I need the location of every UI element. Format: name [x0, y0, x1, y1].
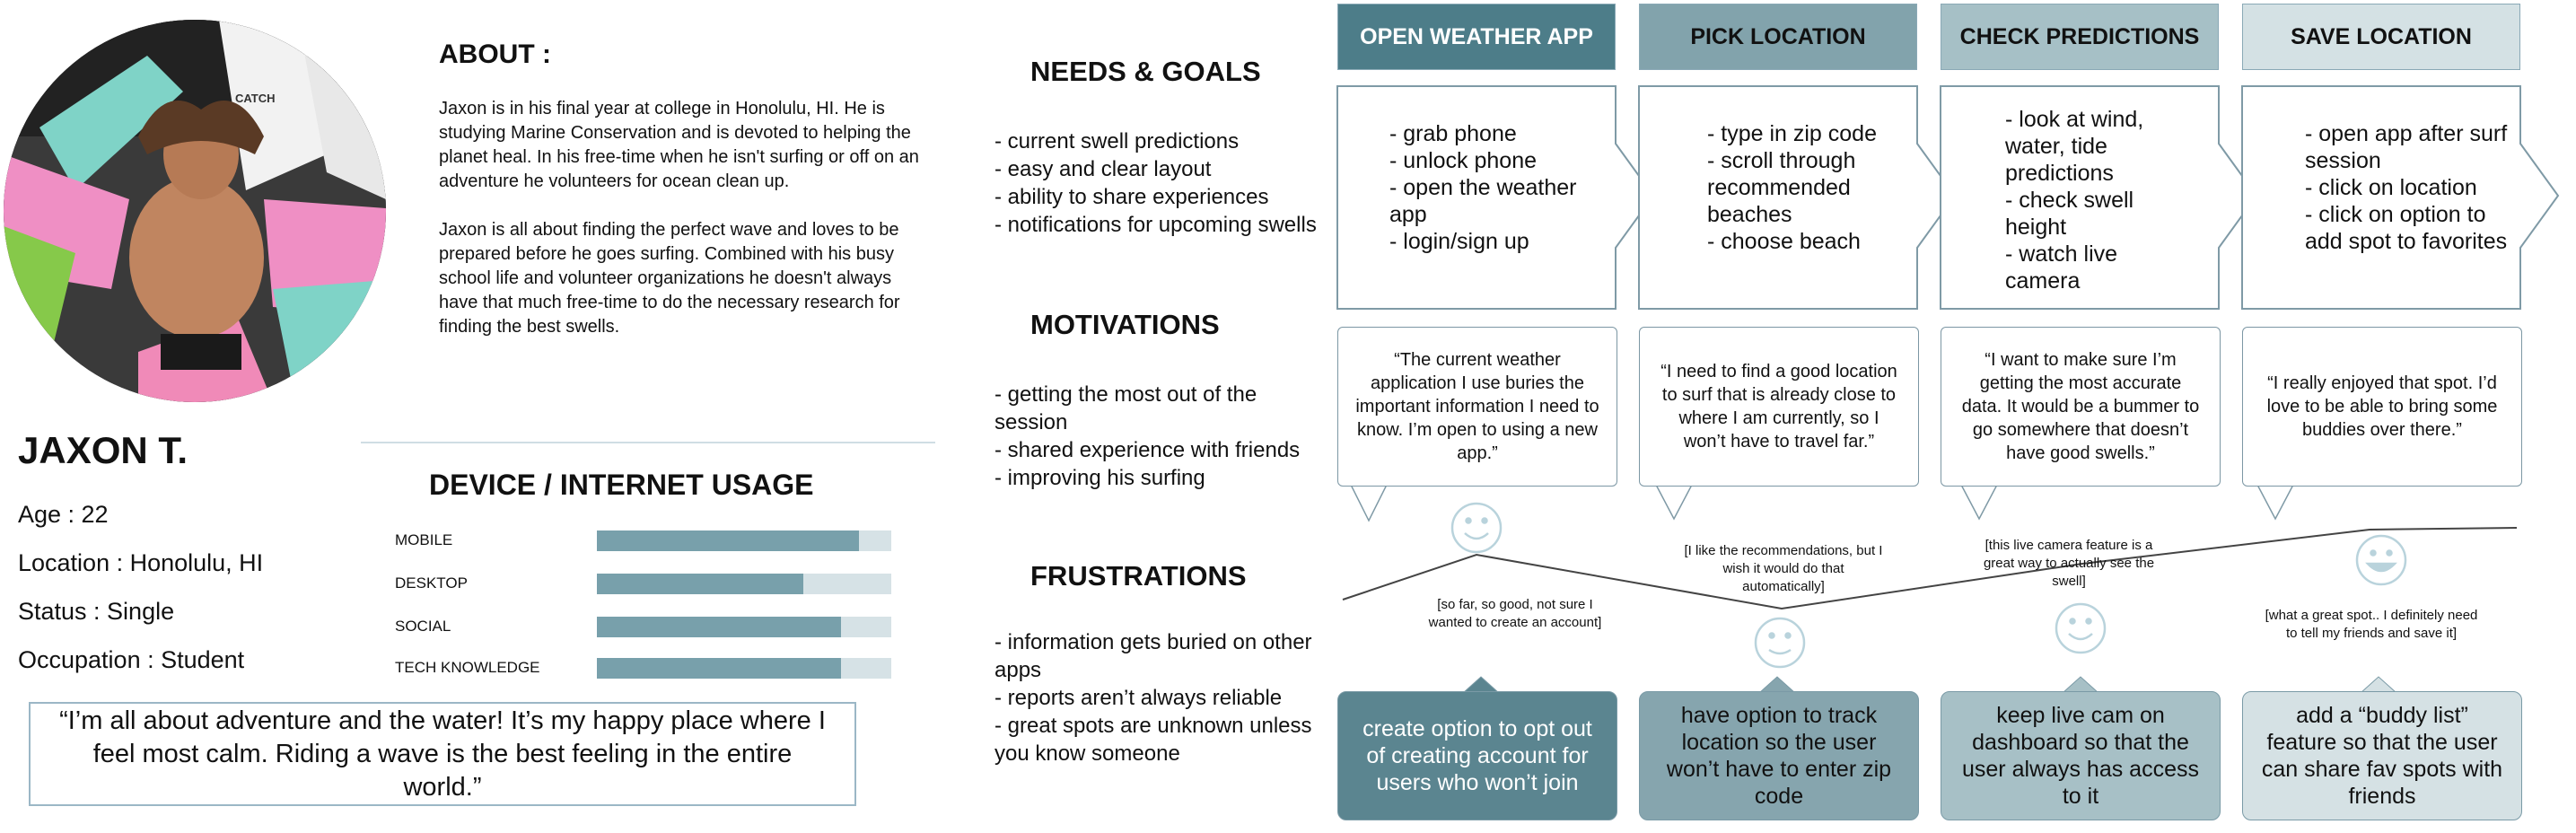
- needs-item: - easy and clear layout: [994, 157, 1212, 181]
- usage-bar-track: [597, 574, 891, 594]
- frustrations-item: - great spots are unknown unless you kno…: [994, 714, 1312, 766]
- action-item: - click on option to add spot to favorit…: [2305, 202, 2508, 254]
- frustrations-item: - information gets buried on other apps: [994, 630, 1312, 682]
- usage-label: SOCIAL: [395, 618, 451, 635]
- stage-header-open-weather-app: OPEN WEATHER APP: [1337, 4, 1616, 70]
- action-chevron-box: [1336, 85, 1655, 310]
- action-chevron-box: [2241, 85, 2560, 310]
- stage-actions-3: - look at wind, water, tide predictions …: [2005, 106, 2194, 294]
- opportunity-2: have option to track location so the use…: [1639, 691, 1919, 820]
- usage-row-tech-knowledge: TECH KNOWLEDGE: [395, 655, 898, 680]
- frustrations-list: - information gets buried on other apps …: [994, 628, 1318, 767]
- action-item: - open the weather app: [1389, 175, 1577, 227]
- needs-item: - ability to share experiences: [994, 185, 1269, 209]
- persona-occupation: Occupation : Student: [18, 646, 245, 673]
- persona-age: Age : 22: [18, 501, 109, 528]
- stage-quote-2: “I need to find a good location to surf …: [1639, 327, 1919, 487]
- usage-label: MOBILE: [395, 531, 453, 548]
- needs-title: NEEDS & GOALS: [1030, 56, 1261, 87]
- stage-actions-2: - type in zip code - scroll through reco…: [1707, 120, 1905, 255]
- bubble-tail: [2256, 484, 2295, 521]
- bubble-tail: [1959, 484, 1999, 521]
- usage-bar-fill: [597, 574, 803, 594]
- usage-bar-track: [597, 658, 891, 679]
- persona-status: Status : Single: [18, 598, 175, 625]
- usage-bar-fill: [597, 617, 842, 637]
- very-happy-face-icon: [2355, 534, 2407, 586]
- action-chevron-box: [1638, 85, 1957, 310]
- frustrations-title: FRUSTRATIONS: [1030, 560, 1247, 592]
- action-item: - type in zip code: [1707, 121, 1877, 146]
- section-divider: [361, 442, 935, 443]
- usage-row-desktop: DESKTOP: [395, 571, 898, 596]
- about-title: ABOUT :: [439, 39, 551, 69]
- usage-bar-fill: [597, 530, 859, 551]
- action-item: - unlock phone: [1389, 148, 1538, 173]
- bubble-tail: [1654, 484, 1694, 521]
- motivations-list: - getting the most out of the session - …: [994, 381, 1318, 492]
- action-item: - look at wind, water, tide predictions: [2005, 107, 2144, 186]
- stage-header-check-predictions: CHECK PREDICTIONS: [1941, 4, 2219, 70]
- motivations-title: MOTIVATIONS: [1030, 309, 1220, 340]
- stage-quote-3: “I want to make sure I’m getting the mos…: [1941, 327, 2221, 487]
- action-item: - scroll through recommended beaches: [1707, 148, 1856, 227]
- stage-header-save-location: SAVE LOCATION: [2242, 4, 2520, 70]
- photo-logo-text: CATCH: [235, 92, 276, 105]
- opportunity-3: keep live cam on dashboard so that the u…: [1941, 691, 2221, 820]
- emotion-curve: [1342, 527, 2518, 610]
- bubble-tail: [1349, 484, 1389, 522]
- stage-actions-1: - grab phone - unlock phone - open the w…: [1389, 120, 1587, 255]
- stage-quote-4: “I really enjoyed that spot. I’d love to…: [2242, 327, 2522, 487]
- emotion-note-3: [this live camera feature is a great way…: [1983, 538, 2155, 589]
- motivations-item: - improving his surfing: [994, 466, 1205, 490]
- needs-list: - current swell predictions - easy and c…: [994, 127, 1318, 239]
- neutral-face-icon: [1754, 617, 1806, 669]
- usage-row-mobile: MOBILE: [395, 528, 898, 553]
- about-paragraph-2: Jaxon is all about finding the perfect w…: [439, 220, 900, 337]
- stage-quote-1: “The current weather application I use b…: [1337, 327, 1617, 487]
- persona-quote: “I’m all about adventure and the water! …: [29, 702, 856, 806]
- needs-item: - notifications for upcoming swells: [994, 213, 1317, 237]
- happy-face-icon: [1450, 502, 1503, 554]
- action-item: - watch live camera: [2005, 241, 2118, 294]
- usage-row-social: SOCIAL: [395, 614, 898, 639]
- device-usage-title: DEVICE / INTERNET USAGE: [429, 469, 814, 501]
- action-item: - click on location: [2305, 175, 2477, 200]
- action-item: - login/sign up: [1389, 229, 1529, 254]
- opportunity-1: create option to opt out of creating acc…: [1337, 691, 1617, 820]
- action-item: - open app after surf session: [2305, 121, 2508, 173]
- needs-item: - current swell predictions: [994, 129, 1240, 153]
- persona-facts: Age : 22 Location : Honolulu, HI Status …: [18, 501, 263, 695]
- about-paragraph-1: Jaxon is in his final year at college in…: [439, 99, 919, 191]
- emotion-note-4: [what a great spot.. I definitely need t…: [2265, 608, 2478, 641]
- opportunity-4: add a “buddy list” feature so that the u…: [2242, 691, 2522, 820]
- emotion-note-2: [I like the recommendations, but I wish …: [1684, 543, 1883, 594]
- usage-label: TECH KNOWLEDGE: [395, 659, 540, 676]
- usage-bar-fill: [597, 658, 842, 679]
- persona-name: JAXON T.: [18, 429, 188, 471]
- usage-bar-track: [597, 530, 891, 551]
- emotion-note-1: [so far, so good, not sure I wanted to c…: [1428, 597, 1602, 630]
- stage-actions-4: - open app after surf session - click on…: [2305, 120, 2511, 255]
- action-item: - grab phone: [1389, 121, 1517, 146]
- stage-header-pick-location: PICK LOCATION: [1639, 4, 1917, 70]
- action-item: - choose beach: [1707, 229, 1861, 254]
- motivations-item: - shared experience with friends: [994, 438, 1301, 462]
- usage-bar-track: [597, 617, 891, 637]
- action-item: - check swell height: [2005, 188, 2134, 240]
- motivations-item: - getting the most out of the session: [994, 382, 1257, 434]
- about-text: Jaxon is in his final year at college in…: [439, 97, 924, 364]
- usage-label: DESKTOP: [395, 574, 468, 592]
- frustrations-item: - reports aren’t always reliable: [994, 686, 1283, 710]
- persona-location: Location : Honolulu, HI: [18, 549, 264, 576]
- action-chevron-box: [1940, 85, 2258, 310]
- happy-face-icon: [2055, 602, 2107, 654]
